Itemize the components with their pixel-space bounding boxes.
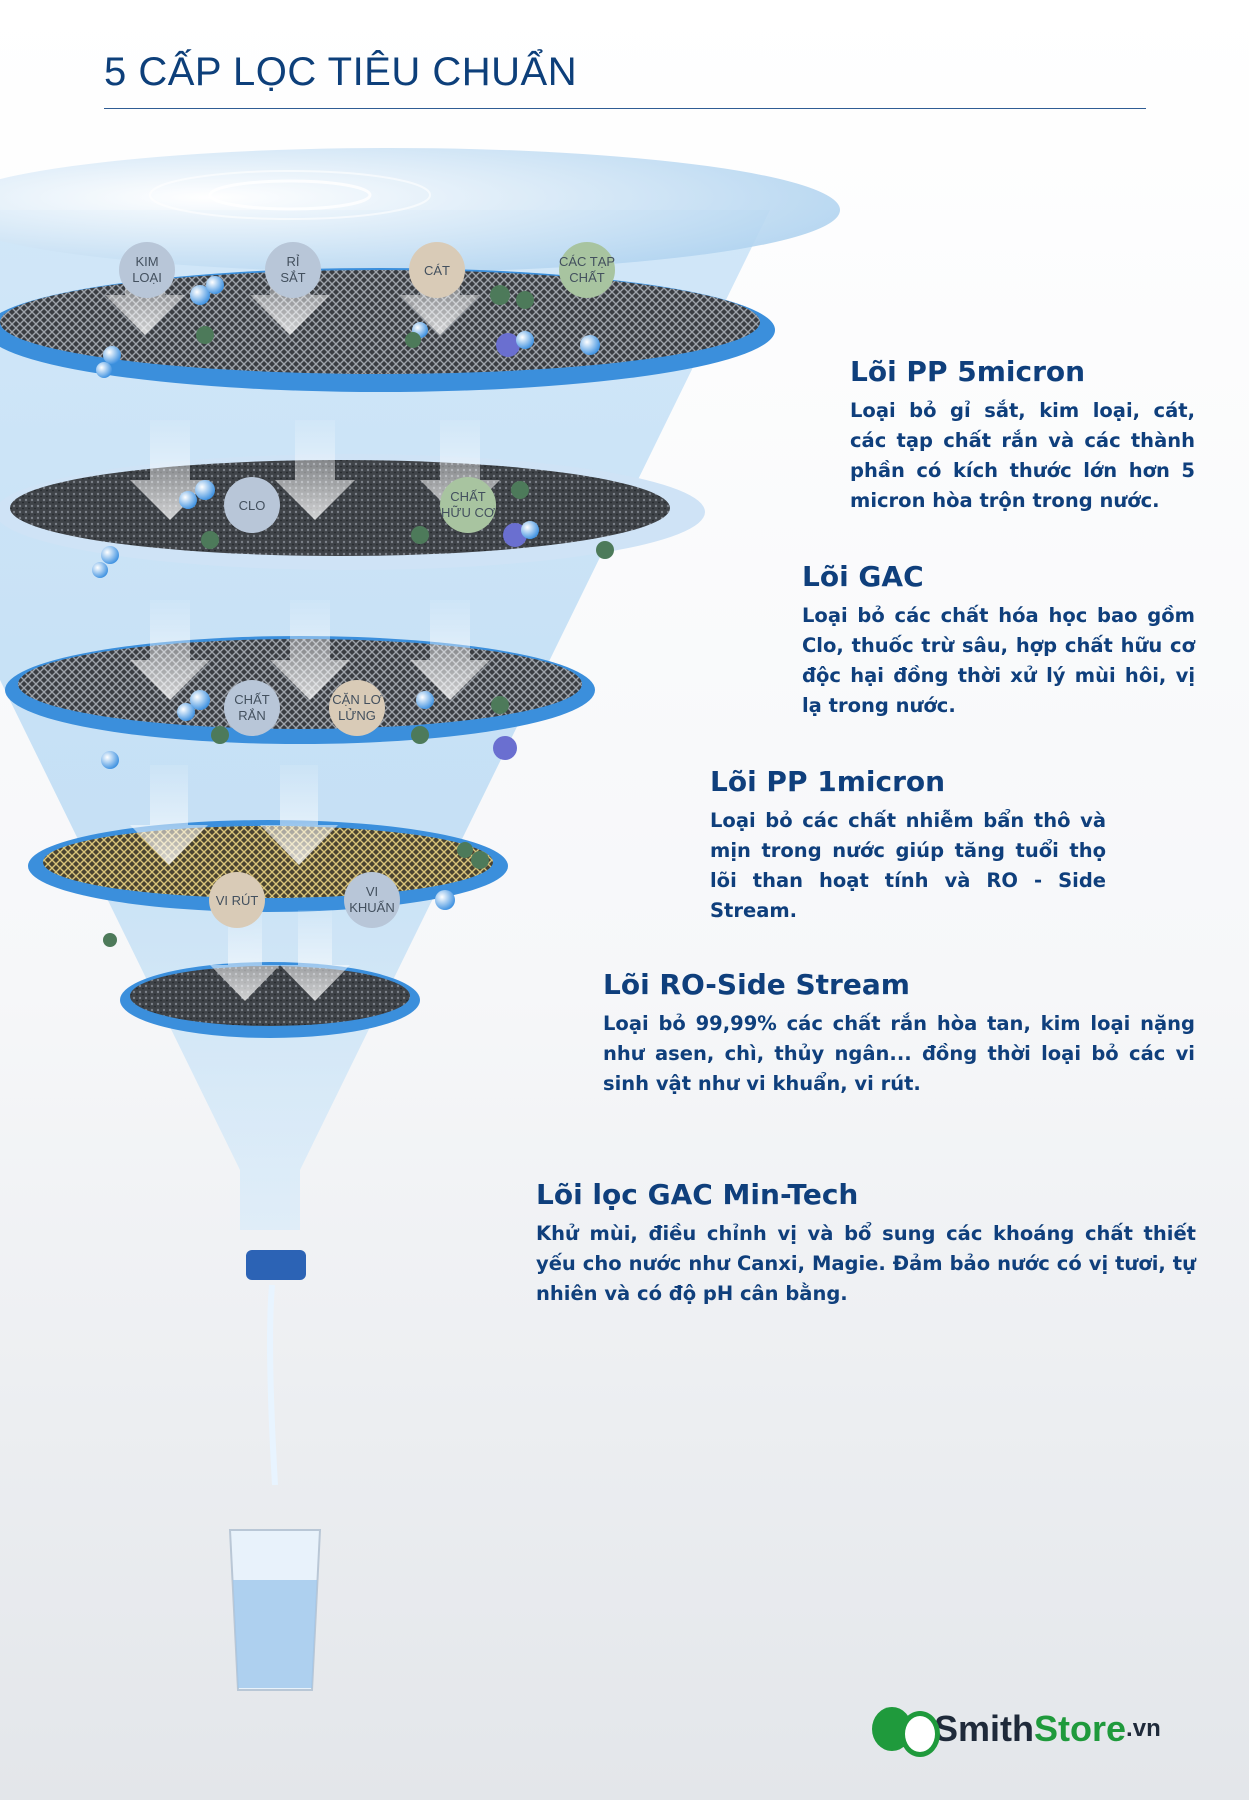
contaminant-ri-sat: RỈ SẮT — [265, 242, 321, 298]
filter-disc-5 — [130, 966, 410, 1026]
flow-arrow — [210, 910, 280, 1001]
filter-disc-4 — [43, 826, 493, 898]
brand-logo: SmithStore.vn — [872, 1705, 1161, 1757]
svg-text:CHẤT: CHẤT — [234, 692, 269, 707]
contaminant-kim-loai: KIM LOẠI — [119, 242, 175, 298]
contaminant-vi-rut: VI RÚT — [209, 872, 265, 928]
svg-text:RỈ: RỈ — [287, 254, 300, 269]
water-ripple — [208, 179, 372, 211]
contaminant-particles — [92, 276, 614, 947]
svg-text:CẶN LƠ: CẶN LƠ — [332, 692, 381, 707]
svg-text:CHẤT: CHẤT — [450, 489, 485, 504]
stage-3-description: Lõi PP 1micron Loại bỏ các chất nhiễm bẩ… — [710, 765, 1106, 926]
stage-title: Lõi lọc GAC Min-Tech — [536, 1178, 859, 1211]
glass-water — [233, 1580, 317, 1688]
stage-text: Loại bỏ các chất hóa học bao gồm Clo, th… — [802, 604, 1195, 717]
stage-text: Khử mùi, điều chỉnh vị và bổ sung các kh… — [536, 1222, 1196, 1305]
stage-title: Lõi GAC — [802, 560, 924, 593]
stage-1-description: Lõi PP 5micron Loại bỏ gỉ sắt, kim loại,… — [850, 355, 1195, 516]
svg-text:KHUẨN: KHUẨN — [349, 900, 395, 915]
stage-2-description: Lõi GAC Loại bỏ các chất hóa học bao gồm… — [802, 560, 1195, 721]
flow-arrow — [130, 600, 210, 700]
page-title: 5 CẤP LỌC TIÊU CHUẨN — [104, 50, 578, 94]
water-surface — [0, 148, 840, 272]
outlet-cap — [246, 1250, 306, 1280]
stage-text: Loại bỏ gỉ sắt, kim loại, cát, các tạp c… — [850, 399, 1195, 512]
svg-text:CÁT: CÁT — [424, 263, 450, 278]
ao-logo-icon — [872, 1705, 940, 1757]
stage-4-description: Lõi RO-Side Stream Loại bỏ 99,99% các ch… — [603, 968, 1195, 1099]
stage-5-description: Lõi lọc GAC Min-Tech Khử mùi, điều chỉnh… — [536, 1178, 1196, 1309]
stage-title: Lõi RO-Side Stream — [603, 968, 910, 1001]
title-divider — [104, 108, 1146, 109]
water-ripple — [149, 170, 431, 220]
flow-arrow — [280, 910, 350, 1001]
flow-arrow — [270, 600, 350, 700]
svg-text:LỬNG: LỬNG — [338, 708, 376, 723]
svg-text:VI RÚT: VI RÚT — [216, 893, 259, 908]
contaminant-can-lo-lung: CẶN LƠ LỬNG — [329, 680, 385, 736]
svg-text:LOẠI: LOẠI — [132, 270, 162, 285]
svg-text:VI: VI — [366, 884, 378, 899]
contaminant-vi-khuan: VI KHUẨN — [344, 872, 400, 928]
stage-title: Lõi PP 1micron — [710, 765, 946, 798]
contaminant-huu-co: CHẤT HỮU CƠ — [440, 477, 496, 533]
filter-disc-1 — [0, 270, 760, 374]
contaminant-tap-chat: CÁC TẠP CHẤT — [559, 242, 615, 298]
flow-arrow — [275, 420, 355, 520]
svg-text:KIM: KIM — [135, 254, 158, 269]
flow-arrow — [130, 765, 208, 865]
flow-arrow — [410, 600, 490, 700]
water-stream — [267, 1284, 278, 1486]
svg-text:HỮU CƠ: HỮU CƠ — [441, 505, 495, 520]
svg-text:SẮT: SẮT — [280, 270, 305, 285]
stage-text: Loại bỏ 99,99% các chất rắn hòa tan, kim… — [603, 1012, 1195, 1095]
flow-arrow — [260, 765, 338, 865]
stage-text: Loại bỏ các chất nhiễm bẩn thô và mịn tr… — [710, 809, 1106, 922]
svg-text:RẮN: RẮN — [238, 708, 265, 723]
filter-disc-2 — [10, 460, 670, 556]
contaminant-clo: CLO — [224, 477, 280, 533]
contaminant-chat-ran: CHẤT RẮN — [224, 680, 280, 736]
stage-title: Lõi PP 5micron — [850, 355, 1086, 388]
contaminant-cat: CÁT — [409, 242, 465, 298]
svg-text:CHẤT: CHẤT — [569, 270, 604, 285]
svg-text:CÁC TẠP: CÁC TẠP — [559, 254, 615, 269]
svg-text:CLO: CLO — [239, 498, 266, 513]
